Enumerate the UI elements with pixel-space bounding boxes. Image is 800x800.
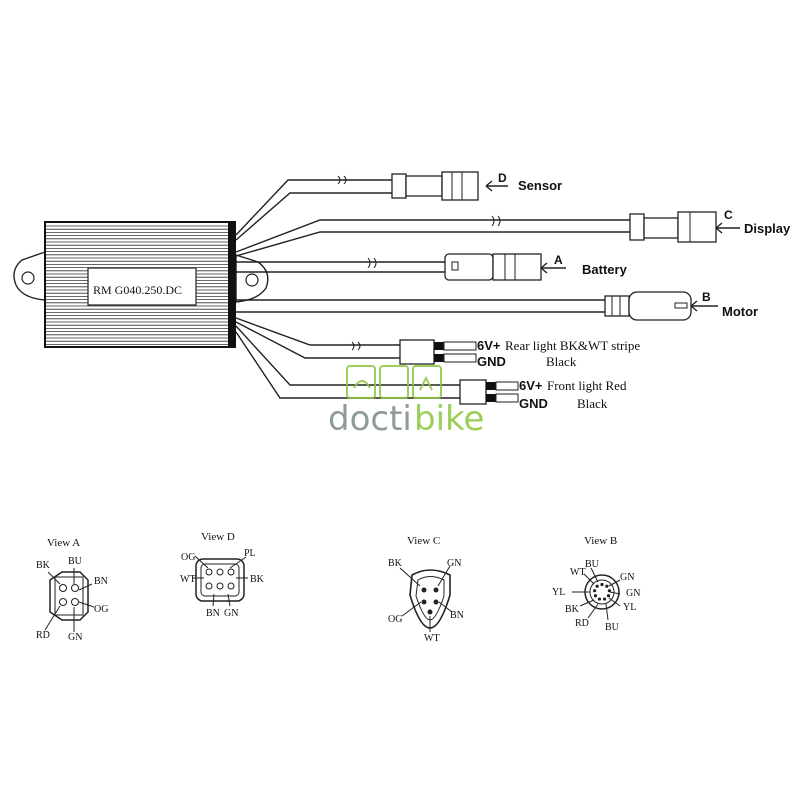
sensor-letter: D — [498, 171, 507, 185]
view-d-pin-pl: PL — [244, 548, 256, 559]
front-light-labels: 6V+ Front light Red GND Black — [519, 378, 627, 411]
display-connector — [629, 211, 717, 243]
rear-plus: 6V+ — [477, 338, 501, 353]
view-a-pin-og: OG — [94, 604, 108, 615]
motor-connector — [604, 291, 692, 321]
view-d-pin-hole — [216, 582, 224, 590]
view-a: View A BK BU BN OG RD GN — [36, 537, 108, 643]
view-d-title: View D — [201, 531, 235, 543]
sensor-connector — [391, 171, 479, 201]
motor-label-group: B Motor — [690, 290, 758, 319]
rear-gnd: GND — [477, 354, 506, 369]
sensor-arrow-icon — [485, 180, 508, 192]
sensor-label-group: D Sensor — [485, 171, 562, 193]
controller-box: RM G040.250.DC — [13, 221, 269, 348]
view-d-pin-gn: GN — [224, 608, 238, 619]
view-d: View D OG PL WT BK BN GN — [180, 531, 265, 619]
view-d-pin-hole — [205, 568, 213, 576]
rear-plus-text: Rear light BK&WT stripe — [505, 338, 640, 353]
view-b-pin-bu-top: BU — [585, 559, 600, 570]
view-d-pin-wt: WT — [180, 574, 196, 585]
battery-label-group: A Battery — [540, 253, 628, 277]
front-light-connector — [459, 379, 519, 405]
view-c-pin-og: OG — [388, 614, 402, 625]
view-a-pin-bu: BU — [68, 556, 83, 567]
view-b-pin-gn-1: GN — [620, 572, 634, 583]
label-plate — [87, 267, 197, 306]
view-a-pin-rd: RD — [36, 630, 50, 641]
view-d-pin-bk: BK — [250, 574, 265, 585]
view-c-pin-wt: WT — [424, 633, 440, 644]
view-b-title: View B — [584, 535, 617, 547]
rear-light-connector — [399, 339, 477, 365]
heat-sink-fins — [46, 225, 228, 345]
display-label: Display — [744, 221, 791, 236]
view-b-pin-dot — [593, 589, 597, 593]
controller-model: RM G040.250.DC — [93, 283, 182, 297]
left-mount-hole — [21, 271, 35, 285]
rear-light-labels: 6V+ Rear light BK&WT stripe GND Black — [477, 338, 640, 369]
watermark: docti bike — [328, 365, 484, 439]
view-b-pin-dot — [597, 597, 602, 601]
motor-arrow-icon — [690, 300, 718, 312]
view-d-pin-hole — [216, 568, 224, 576]
view-c-pin-bn: BN — [450, 610, 464, 621]
sensor-label: Sensor — [518, 178, 562, 193]
view-b-pin-dot — [600, 582, 604, 587]
view-b-pin-dot — [605, 584, 609, 588]
view-b-pin-dot — [595, 584, 599, 588]
view-b-pin-dot — [593, 594, 598, 598]
front-gnd-text: Black — [577, 396, 608, 411]
view-a-pin-bn: BN — [94, 576, 108, 587]
battery-letter: A — [554, 253, 563, 267]
rear-gnd-text: Black — [546, 354, 577, 369]
front-gnd: GND — [519, 396, 548, 411]
watermark-text-a: docti — [328, 399, 412, 439]
battery-connector — [444, 253, 542, 281]
battery-arrow-icon — [540, 262, 566, 274]
view-a-pin-bk: BK — [36, 560, 51, 571]
view-b-pin-dot — [602, 597, 607, 601]
view-b-pin-dot — [607, 589, 611, 593]
view-c-pin-gn: GN — [447, 558, 461, 569]
front-plus: 6V+ — [519, 378, 543, 393]
view-d-pin-hole — [227, 582, 235, 590]
view-d-pin-bn: BN — [206, 608, 220, 619]
view-a-title: View A — [47, 537, 80, 549]
view-c-title: View C — [407, 535, 440, 547]
view-c: View C BK GN OG BN WT — [388, 535, 464, 644]
cables — [235, 175, 630, 399]
right-mount-hole — [245, 273, 259, 287]
display-label-group: C Display — [715, 208, 791, 236]
watermark-text-b: bike — [414, 399, 484, 439]
motor-label: Motor — [722, 304, 758, 319]
view-b-pin-dot — [606, 594, 611, 598]
view-d-pin-og: OG — [181, 552, 195, 563]
view-b-pin-rd: RD — [575, 618, 589, 629]
display-letter: C — [724, 208, 733, 222]
front-plus-text: Front light Red — [547, 378, 627, 393]
view-c-pin-bk: BK — [388, 558, 403, 569]
view-a-pin-gn: GN — [68, 632, 82, 643]
view-b-pin-yl-right: YL — [623, 602, 636, 613]
view-b-pin-gn-2: GN — [626, 588, 640, 599]
view-b-pin-bk: BK — [565, 604, 580, 615]
battery-label: Battery — [582, 262, 628, 277]
view-d-pin-hole — [205, 582, 213, 590]
display-arrow-icon — [715, 222, 740, 234]
motor-letter: B — [702, 290, 711, 304]
view-b-pin-yl-left: YL — [552, 587, 565, 598]
view-d-pin-hole — [227, 568, 235, 576]
view-b: View B BU WT GN YL GN YL BK RD BU — [552, 535, 640, 633]
view-b-pin-wt: WT — [570, 567, 586, 578]
view-b-pin-bu-bottom: BU — [605, 622, 620, 633]
watermark-bike-icon — [346, 365, 442, 399]
